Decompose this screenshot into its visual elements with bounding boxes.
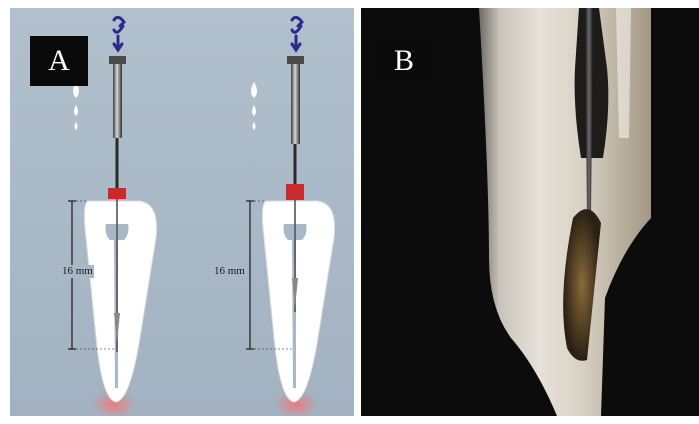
file-head-right [287,56,304,64]
file-head-left [109,56,126,64]
panel-b-photograph: B [361,8,699,416]
panel-a-label: A [30,36,88,86]
rubber-stopper-right [286,184,304,200]
file-handle-right [291,60,300,144]
rubber-stopper-left [108,188,126,199]
panel-b-label: B [375,36,433,86]
depth-label-right: 16 mm [213,265,246,278]
file-handle-left [113,60,122,138]
panel-a-illustration: A 16 mm 16 mm [10,8,354,416]
depth-label-left: 16 mm [61,265,94,278]
